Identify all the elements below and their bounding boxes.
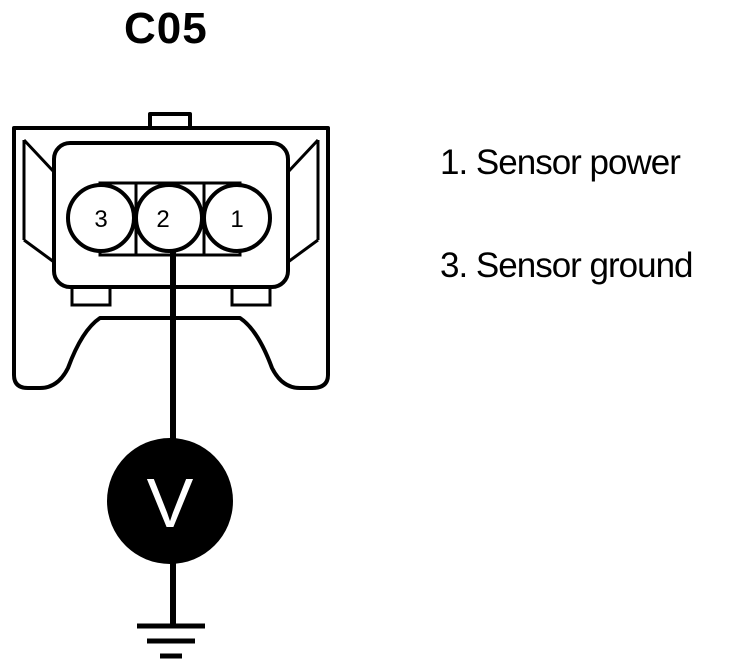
pin-2: 2 bbox=[134, 183, 204, 253]
voltmeter-label: V bbox=[147, 464, 194, 542]
connector-tab-left bbox=[70, 285, 112, 307]
pin-1: 1 bbox=[202, 183, 272, 253]
connector-tab-right bbox=[230, 285, 272, 307]
connector-rail-right bbox=[286, 138, 320, 264]
connector-title: C05 bbox=[124, 4, 208, 53]
voltmeter-icon: V bbox=[107, 438, 233, 564]
connector-housing bbox=[12, 112, 330, 390]
legend-item-sensor-power: 1. Sensor power bbox=[440, 143, 681, 182]
ground-symbol-icon bbox=[137, 623, 205, 659]
connector-rail-left bbox=[22, 138, 56, 264]
pin-2-label: 2 bbox=[156, 206, 169, 233]
pin-3-label: 3 bbox=[94, 206, 107, 233]
pin-3: 3 bbox=[66, 183, 136, 253]
pin-1-label: 1 bbox=[230, 206, 243, 233]
legend-item-sensor-ground: 3. Sensor ground bbox=[440, 246, 694, 285]
